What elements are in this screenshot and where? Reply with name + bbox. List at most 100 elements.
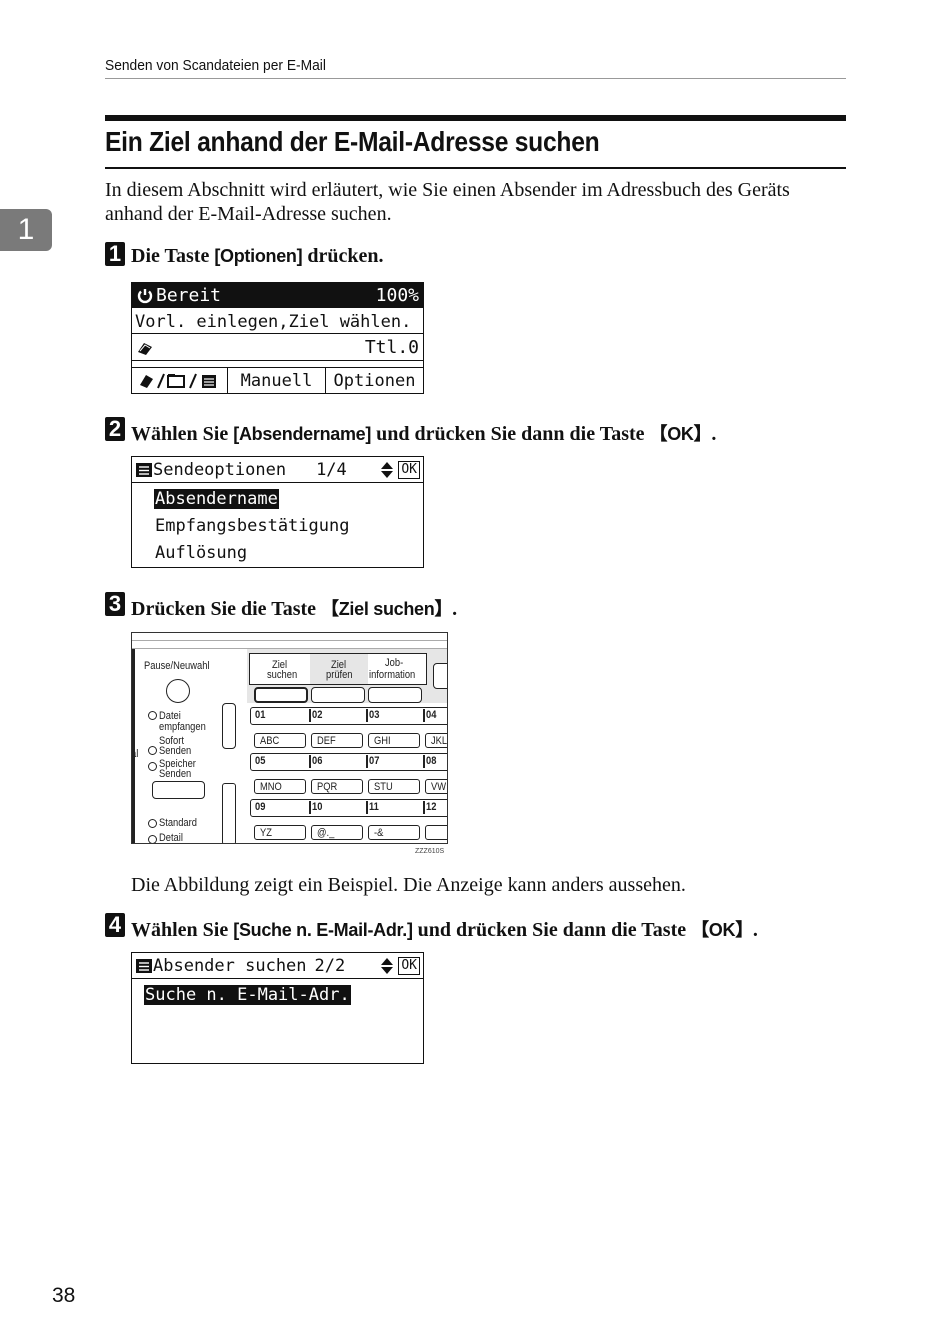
quick-dial-letters: MNO bbox=[260, 781, 282, 793]
step-1-mid: drücken. bbox=[302, 245, 384, 267]
step-3-pre: Drücken Sie die Taste bbox=[131, 598, 322, 620]
lcd-percent: 100% bbox=[375, 285, 419, 306]
datei-led bbox=[148, 711, 157, 720]
lcd-search-page: 2/2 bbox=[314, 955, 346, 976]
quick-dial-key[interactable] bbox=[368, 733, 420, 748]
job-information-key[interactable] bbox=[368, 687, 422, 703]
quick-dial-divider bbox=[423, 755, 425, 768]
quick-dial-divider bbox=[366, 801, 368, 814]
speicher-led bbox=[148, 762, 157, 771]
quick-dial-number: 11 bbox=[369, 801, 379, 813]
lcd-option-resolution[interactable]: Auflösung bbox=[155, 543, 248, 563]
quick-dial-key[interactable] bbox=[368, 779, 420, 794]
quick-dial-divider bbox=[423, 801, 425, 814]
power-icon bbox=[137, 288, 153, 303]
step-4-post: . bbox=[752, 919, 758, 941]
quick-dial-key[interactable] bbox=[311, 733, 363, 748]
quick-dial-letters: PQR bbox=[317, 781, 338, 793]
step-2-post: . bbox=[711, 423, 717, 445]
func-label-ziel-suchen-1: Ziel bbox=[272, 659, 288, 671]
quick-dial-key[interactable] bbox=[311, 779, 363, 794]
quick-dial-key[interactable] bbox=[254, 825, 306, 840]
lcd-option-receipt[interactable]: Empfangsbestätigung bbox=[155, 516, 350, 536]
pause-redial-label: Pause/Neuwahl bbox=[144, 660, 210, 672]
func-label-ziel-pruefen-1: Ziel bbox=[331, 659, 347, 671]
func-label-job-2: information bbox=[369, 669, 416, 681]
quick-dial-key[interactable] bbox=[425, 733, 447, 748]
quick-dial-divider bbox=[309, 801, 311, 814]
lcd-status-row: Bereit 100% bbox=[132, 283, 423, 308]
lcd-options-page: 1/4 bbox=[316, 459, 347, 480]
quick-dial-divider bbox=[366, 709, 368, 722]
panel-divider-box bbox=[222, 783, 236, 843]
quick-dial-key[interactable] bbox=[425, 825, 447, 840]
quick-dial-key[interactable] bbox=[425, 779, 447, 794]
lcd-option-row-3[interactable]: Auflösung bbox=[132, 541, 423, 565]
quick-dial-key[interactable] bbox=[254, 779, 306, 794]
quick-dial-letters: VW bbox=[431, 781, 447, 793]
scroll-arrows-icon bbox=[381, 957, 394, 974]
step-2-ok-key: 【OK】 bbox=[649, 424, 712, 444]
lcd-ok-button[interactable]: OK bbox=[398, 460, 420, 479]
reference-code: ZZZ610S bbox=[415, 848, 445, 855]
lcd-search-row-1[interactable]: Suche n. E-Mail-Adr. bbox=[132, 983, 423, 1007]
lcd-message: Vorl. einlegen,Ziel wählen. bbox=[135, 311, 412, 332]
quick-dial-number: 05 bbox=[255, 755, 266, 767]
func-label-ziel-pruefen-2: prüfen bbox=[326, 669, 353, 681]
ziel-pruefen-bg bbox=[310, 654, 368, 684]
func-label-ziel-suchen-2: suchen bbox=[267, 669, 298, 681]
quick-dial-number: 10 bbox=[312, 801, 323, 813]
quick-dial-key[interactable] bbox=[254, 733, 306, 748]
title-rule-bottom bbox=[105, 167, 846, 169]
step-4-text: Wählen Sie [Suche n. E-Mail-Adr.] und dr… bbox=[131, 916, 758, 942]
pause-redial-button[interactable] bbox=[166, 679, 190, 703]
lcd-option-row-2[interactable]: Empfangsbestätigung bbox=[132, 514, 423, 538]
lcd-search-header: Absender suchen 2/2 OK bbox=[132, 953, 423, 979]
speicher-label-2: Senden bbox=[159, 768, 192, 780]
quick-dial-number: 04 bbox=[426, 709, 437, 721]
lcd-tab-options[interactable]: Optionen bbox=[326, 367, 423, 393]
step-3-mid: . bbox=[452, 598, 458, 620]
lcd-tab-destination-type[interactable] bbox=[132, 367, 228, 393]
scroll-arrows-icon bbox=[381, 461, 394, 478]
lcd-total: Ttl.0 bbox=[364, 337, 419, 358]
quick-dial-row bbox=[250, 753, 447, 771]
quick-dial-number: 07 bbox=[369, 755, 380, 767]
title-rule-top bbox=[105, 115, 846, 121]
datei-label-1: Datei bbox=[159, 710, 181, 722]
datei-label-2: empfangen bbox=[159, 721, 206, 733]
lcd-tab-row: Manuell Optionen bbox=[132, 367, 423, 393]
sofort-label-1: Sofort bbox=[159, 735, 184, 747]
lcd-ok-button[interactable]: OK bbox=[398, 956, 420, 975]
lcd-option-row-1[interactable]: Absendername bbox=[132, 487, 423, 511]
quick-dial-letters: DEF bbox=[317, 735, 336, 747]
control-panel-illustration: l al Pause/Neuwahl Datei empfangen Sofor… bbox=[131, 632, 448, 844]
running-header: Senden von Scandateien per E-Mail bbox=[105, 57, 326, 74]
lcd-search-by-email[interactable]: Suche n. E-Mail-Adr. bbox=[144, 985, 351, 1005]
ziel-suchen-key[interactable] bbox=[254, 687, 308, 703]
quick-dial-number: 06 bbox=[312, 755, 323, 767]
quick-dial-number: 09 bbox=[255, 801, 266, 813]
lcd-option-sender-name[interactable]: Absendername bbox=[154, 489, 279, 509]
standard-led bbox=[148, 819, 157, 828]
lcd-tab-manual[interactable]: Manuell bbox=[228, 367, 326, 393]
quick-dial-letters: GHI bbox=[374, 735, 391, 747]
address-book-icon bbox=[138, 342, 152, 355]
transmission-mode-button[interactable] bbox=[152, 781, 205, 799]
page-number: 38 bbox=[52, 1284, 76, 1307]
quick-dial-key[interactable] bbox=[368, 825, 420, 840]
panel-left-al: al bbox=[131, 748, 139, 760]
standard-label: Standard bbox=[159, 817, 197, 829]
step-1-text: Die Taste [Optionen] drücken. bbox=[131, 245, 383, 268]
step-4-pre: Wählen Sie bbox=[131, 919, 234, 941]
quick-dial-number: 01 bbox=[255, 709, 266, 721]
quick-dial-key[interactable] bbox=[311, 825, 363, 840]
step-2-text: Wählen Sie [Absendername] und drücken Si… bbox=[131, 420, 716, 446]
lcd-options-title: Sendeoptionen bbox=[153, 459, 287, 480]
ziel-pruefen-key[interactable] bbox=[311, 687, 365, 703]
quick-dial-divider bbox=[309, 709, 311, 722]
lcd-options-header: Sendeoptionen 1/4 OK bbox=[132, 457, 423, 483]
quick-dial-number: 02 bbox=[312, 709, 323, 721]
lcd-screen-search-sender: Absender suchen 2/2 OK Suche n. E-Mail-A… bbox=[131, 952, 424, 1064]
header-rule bbox=[105, 78, 846, 79]
